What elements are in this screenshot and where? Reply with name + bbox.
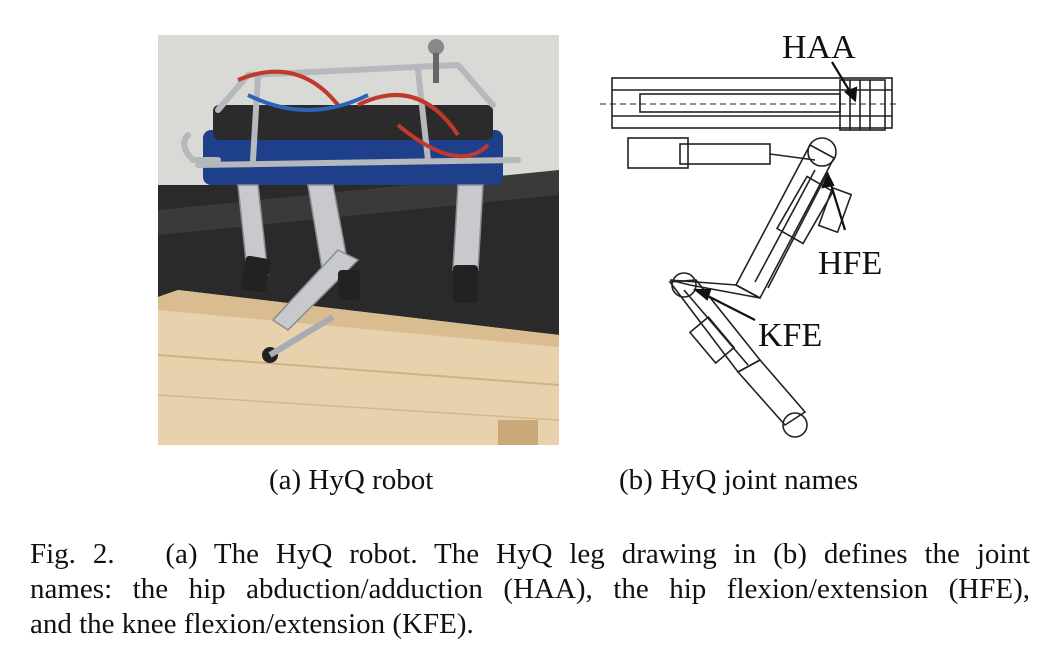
caption-line: and the knee flexion/extension (KFE). bbox=[30, 608, 474, 640]
caption-line: Fig. 2. (a) The HyQ robot. The HyQ leg d… bbox=[30, 538, 1030, 570]
hyq-robot-photo bbox=[158, 35, 559, 445]
joint-label-haa: HAA bbox=[782, 29, 856, 66]
subfigure-a-caption: (a) HyQ robot bbox=[269, 464, 434, 496]
figure-caption: Fig. 2. (a) The HyQ robot. The HyQ leg d… bbox=[30, 537, 1030, 642]
joint-label-kfe: KFE bbox=[758, 317, 822, 354]
hyq-leg-drawing: HAA HFE KFE bbox=[600, 29, 900, 438]
caption-line: names: the hip abduction/adduction (HAA)… bbox=[30, 573, 1030, 605]
subfigure-b-caption: (b) HyQ joint names bbox=[619, 464, 859, 496]
joint-label-hfe: HFE bbox=[818, 245, 882, 282]
